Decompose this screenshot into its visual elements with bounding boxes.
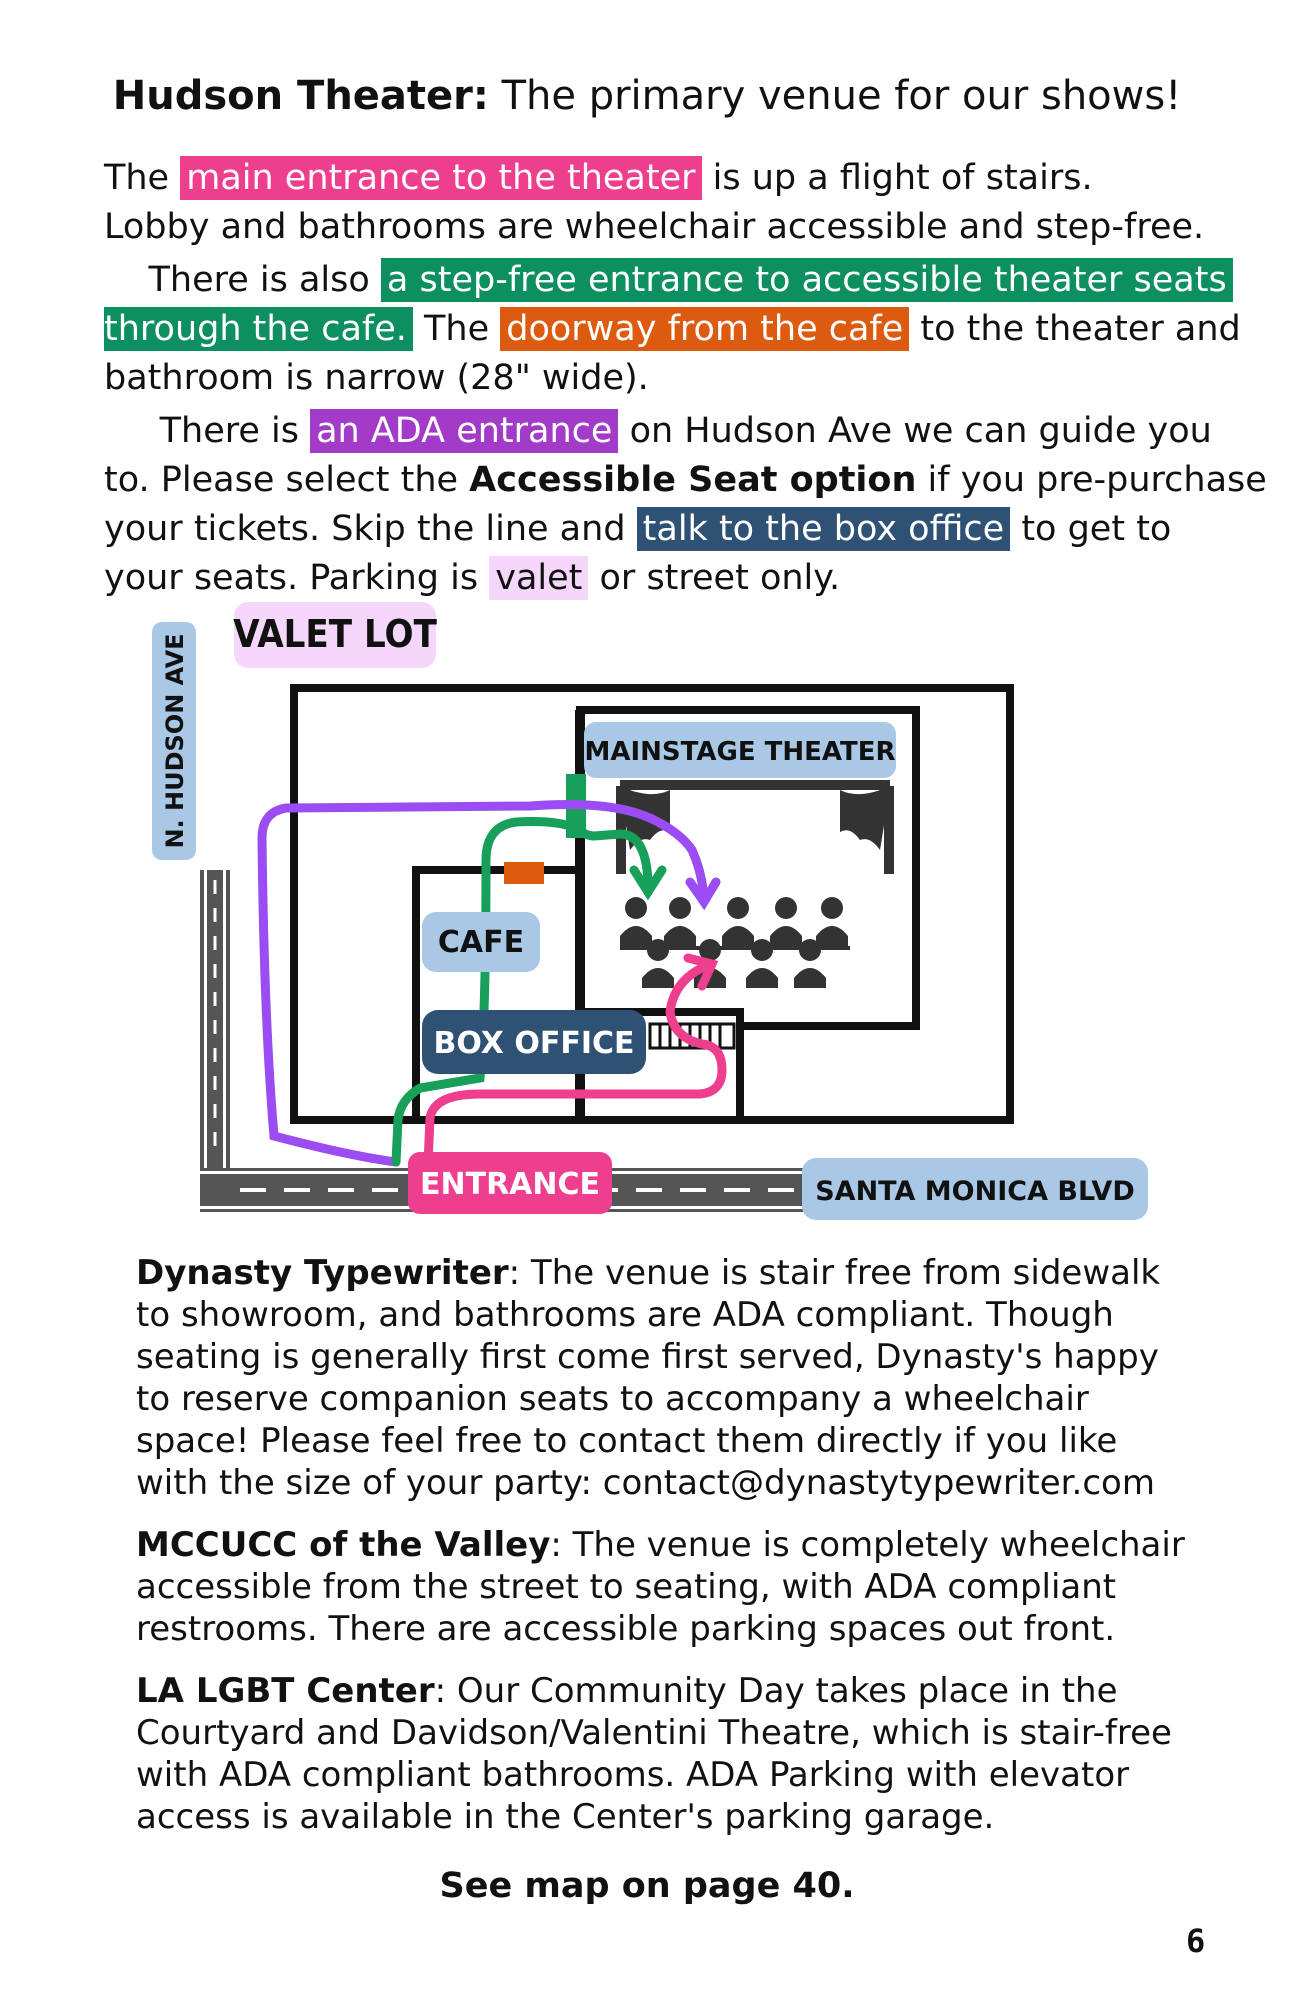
title-tagline: The primary venue for our shows!	[488, 73, 1182, 119]
hudson-ave-label-bg	[152, 622, 196, 860]
intro-text: on Hudson Ave we can guide you	[618, 411, 1212, 451]
see-map-note: See map on page 40.	[439, 1866, 855, 1906]
intro-text: is up a flight of stairs.	[701, 158, 1093, 198]
intro-text: your tickets. Skip the line and	[104, 509, 637, 549]
highlight-box-office: talk to the box office	[636, 507, 1011, 551]
highlight-main-entrance: main entrance to the theater	[180, 156, 702, 200]
intro-line: through the cafe. The doorway from the c…	[104, 305, 1244, 354]
intro-text: to. Please select the	[104, 460, 470, 500]
page-number: 6	[1186, 1922, 1206, 1960]
intro-line: your tickets. Skip the line and talk to …	[104, 505, 1244, 554]
valet-lot-label: VALET LOT	[233, 611, 437, 656]
intro-line: to. Please select the Accessible Seat op…	[104, 456, 1267, 505]
hudson-intro: The main entrance to the theater is up a…	[104, 154, 1267, 603]
cafe-route-path	[391, 817, 653, 1167]
venue-name: MCCUCC of the Valley	[136, 1525, 551, 1565]
intro-text: to the theater and	[909, 309, 1241, 349]
cafe-label-bg	[422, 912, 540, 972]
intro-text: or street only.	[588, 558, 841, 598]
intro-text: to get to	[1010, 509, 1172, 549]
intro-text: The	[104, 158, 181, 198]
ada-route-path	[257, 800, 709, 1167]
venue-map: VALET LOT N. HUDSON AVE MAINSTAGE THEATE…	[152, 602, 1148, 1220]
page-title: Hudson Theater: The primary venue for ou…	[0, 68, 1294, 124]
venue-name: LA LGBT Center	[136, 1671, 435, 1711]
intro-text: if you pre-purchase	[916, 460, 1267, 500]
santa-monica-label-bg	[802, 1158, 1148, 1220]
intro-line: There is also a step-free entrance to ac…	[104, 256, 1244, 305]
intro-text: The	[412, 309, 501, 349]
highlight-ada-entrance: an ADA entrance	[310, 409, 619, 453]
highlight-through-cafe: through the cafe.	[104, 307, 413, 351]
intro-text: your seats. Parking is	[104, 558, 490, 598]
intro-line: The main entrance to the theater is up a…	[104, 154, 1244, 203]
venue-la-lgbt: LA LGBT Center: Our Community Day takes …	[136, 1670, 1196, 1838]
intro-line: There is an ADA entrance on Hudson Ave w…	[104, 407, 1244, 456]
valet-lot-label-bg	[234, 602, 436, 668]
santa-monica-label: SANTA MONICA BLVD	[815, 1176, 1135, 1207]
entrance-label: ENTRANCE	[420, 1167, 600, 1202]
intro-line: Lobby and bathrooms are wheelchair acces…	[104, 203, 1244, 252]
main-entrance-route-arrow	[683, 953, 719, 991]
highlight-step-free-entrance: a step-free entrance to accessible theat…	[380, 258, 1233, 302]
intro-text: Lobby and bathrooms are wheelchair acces…	[104, 207, 1205, 247]
venue-description: : Our Community Day takes place in the C…	[136, 1671, 1172, 1837]
hudson-ave-road	[200, 870, 230, 1170]
venue-mccucc: MCCUCC of the Valley: The venue is compl…	[136, 1524, 1196, 1650]
intro-line: bathroom is narrow (28" wide).	[104, 354, 1244, 403]
cafe-route-arrow	[629, 865, 667, 901]
venue-list: Dynasty Typewriter: The venue is stair f…	[136, 1252, 1196, 1858]
venue-description: : The venue is stair free from sidewalk …	[136, 1253, 1161, 1503]
mainstage-label: MAINSTAGE THEATER	[584, 737, 895, 767]
cafe-doorway-marker	[504, 862, 544, 884]
mainstage-label-bg	[584, 722, 896, 778]
entrance-label-bg	[408, 1152, 612, 1214]
cafe-label: CAFE	[438, 925, 524, 960]
accessible-seat-option: Accessible Seat option	[469, 460, 917, 500]
venue-dynasty: Dynasty Typewriter: The venue is stair f…	[136, 1252, 1196, 1504]
highlight-valet: valet	[489, 556, 589, 600]
box-office-label: BOX OFFICE	[433, 1026, 634, 1061]
main-entrance-route-path	[423, 961, 727, 1169]
intro-text: bathroom is narrow (28" wide).	[104, 358, 649, 398]
intro-text: There is also	[104, 260, 381, 300]
venue-description: : The venue is completely wheelchair acc…	[136, 1525, 1185, 1649]
hudson-ave-label: N. HUDSON AVE	[161, 633, 189, 848]
intro-line: your seats. Parking is valet or street o…	[104, 554, 1244, 603]
intro-text: There is	[104, 411, 311, 451]
title-venue-name: Hudson Theater:	[112, 73, 489, 119]
box-office-label-bg	[422, 1010, 646, 1074]
ada-route-arrow	[685, 877, 721, 911]
highlight-cafe-doorway: doorway from the cafe	[500, 307, 910, 351]
venue-name: Dynasty Typewriter	[136, 1253, 509, 1293]
audience-seats-icon	[620, 897, 850, 988]
